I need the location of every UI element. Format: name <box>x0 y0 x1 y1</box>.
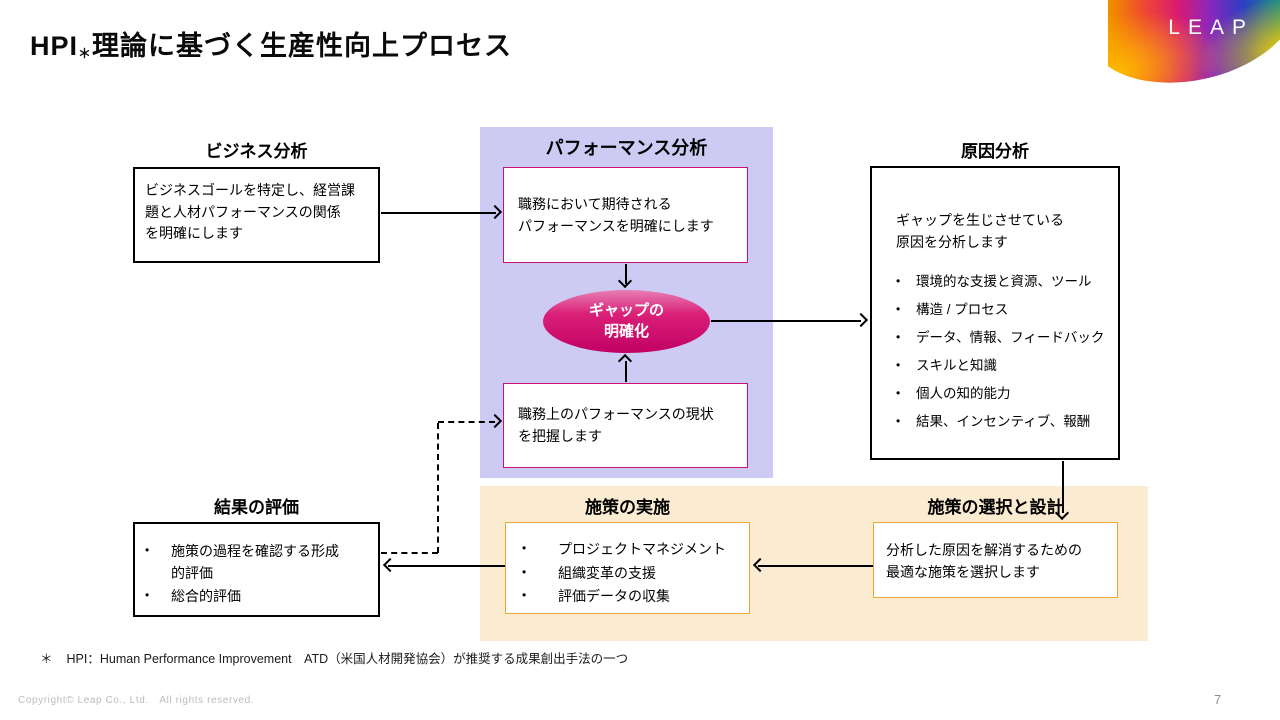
arrow-implementation-to-evaluation <box>388 565 505 567</box>
cause-analysis-lead: ギャップを生じさせている 原因を分析します <box>896 210 1108 253</box>
dashed-arrow-evaluation-feedback-horizontal <box>381 552 438 554</box>
arrowhead-left-icon <box>382 557 398 573</box>
arrow-selection-to-implementation <box>758 565 873 567</box>
evaluation-bullet-item: •総合的評価 <box>145 588 241 605</box>
leap-logo-gradient-blob <box>1108 0 1280 86</box>
business-analysis-text-line: を明確にします <box>145 225 243 242</box>
leap-logo-text: LEAP <box>1168 16 1254 39</box>
heading-cause-analysis: 原因分析 <box>961 142 1029 161</box>
arrowhead-right-icon <box>853 312 869 328</box>
current-performance-box: 職務上のパフォーマンスの現状 を把握します <box>503 383 748 468</box>
cause-bullet-item: •構造 / プロセス <box>896 302 1009 318</box>
cause-bullet-item: •個人の知的能力 <box>896 385 1011 401</box>
title-footnote-marker: ＊ <box>78 46 93 61</box>
bullet-dot: • <box>522 588 527 603</box>
footnote: ＊ HPI：Human Performance Improvement ATD（米… <box>40 648 628 667</box>
business-analysis-box: ビジネスゴールを特定し、経営課 題と人材パフォーマンスの関係 を明確にします <box>133 167 380 263</box>
bullet-dot: • <box>896 274 901 289</box>
implementation-bullet-item: •プロジェクトマネジメント <box>516 539 749 561</box>
implementation-bullet-item: •評価データの収集 <box>516 586 749 608</box>
current-performance-text-line: 職務上のパフォーマンスの現状 <box>518 406 714 422</box>
bullet-dot: • <box>522 541 527 555</box>
bullet-dot: • <box>145 588 150 603</box>
cause-analysis-box: ギャップを生じさせている 原因を分析します •環境的な支援と資源、ツール •構造… <box>870 166 1120 460</box>
bullet-dot: • <box>896 385 901 400</box>
cause-bullet-item: •スキルと知識 <box>896 358 997 374</box>
measure-selection-box: 分析した原因を解消するための 最適な施策を選択します <box>873 522 1118 598</box>
title-suffix: 理論に基づく生産性向上プロセス <box>92 31 513 61</box>
cause-bullet-item: •環境的な支援と資源、ツール <box>896 274 1092 290</box>
heading-measure-implementation: 施策の実施 <box>585 498 670 517</box>
current-performance-text-line: を把握します <box>518 427 602 444</box>
footnote-marker: ＊ <box>40 652 53 666</box>
arrow-expected-to-gap <box>625 264 627 284</box>
implementation-bullet-list: •プロジェクトマネジメント •組織変革の支援 •評価データの収集 <box>516 539 749 608</box>
bullet-dot: • <box>896 302 901 317</box>
result-evaluation-box: •施策の過程を確認する形成的評価 •総合的評価 <box>133 522 380 617</box>
business-analysis-text-line: 題と人材パフォーマンスの関係 <box>145 203 341 220</box>
title-prefix: HPI <box>30 31 79 61</box>
heading-result-evaluation: 結果の評価 <box>214 498 299 517</box>
slide-title: HPI＊理論に基づく生産性向上プロセス <box>30 24 512 63</box>
measure-implementation-box: •プロジェクトマネジメント •組織変革の支援 •評価データの収集 <box>505 522 750 614</box>
heading-performance-analysis: パフォーマンス分析 <box>545 138 708 158</box>
heading-business-analysis: ビジネス分析 <box>205 142 308 161</box>
gap-clarification-ellipse: ギャップの 明確化 <box>543 290 710 353</box>
cause-bullet-item: •結果、インセンティブ、報酬 <box>896 413 1091 429</box>
arrow-current-to-gap <box>625 361 627 382</box>
cause-analysis-lead-line: 原因を分析します <box>896 233 1008 250</box>
arrow-gap-to-cause <box>711 320 861 322</box>
bullet-dot: • <box>896 358 901 373</box>
expected-performance-box: 職務において期待される パフォーマンスを明確にします <box>503 167 748 263</box>
arrow-cause-to-selection <box>1062 461 1064 513</box>
bullet-dot: • <box>896 330 901 345</box>
heading-measure-selection-design: 施策の選択と設計 <box>927 498 1064 517</box>
gap-ellipse-text-line: ギャップの <box>588 302 664 320</box>
cause-analysis-lead-line: ギャップを生じさせている <box>896 212 1064 228</box>
cause-analysis-bullet-list: •環境的な支援と資源、ツール •構造 / プロセス •データ、情報、フィードバッ… <box>896 273 1108 431</box>
expected-performance-text-line: 職務において期待される <box>518 196 672 212</box>
dashed-arrow-evaluation-feedback-vertical <box>437 423 439 553</box>
cause-bullet-item: •データ、情報、フィードバック <box>896 330 1105 346</box>
bullet-dot: • <box>896 413 901 428</box>
result-evaluation-bullet-list: •施策の過程を確認する形成的評価 •総合的評価 <box>145 541 374 608</box>
gap-ellipse-text-line: 明確化 <box>603 322 649 340</box>
arrow-business-to-expected <box>381 212 496 214</box>
evaluation-bullet-item: •施策の過程を確認する形成的評価 <box>145 543 339 581</box>
bullet-dot: • <box>145 543 150 557</box>
footnote-text: HPI：Human Performance Improvement ATD（米国… <box>66 652 629 666</box>
dashed-arrow-evaluation-feedback-horizontal <box>438 421 495 423</box>
bullet-dot: • <box>522 564 527 579</box>
expected-performance-text-line: パフォーマンスを明確にします <box>518 217 714 234</box>
copyright-text: Copyright© Leap Co., Ltd. All rights res… <box>18 695 255 706</box>
leap-logo: LEAP <box>1108 0 1280 86</box>
business-analysis-text-line: ビジネスゴールを特定し、経営課 <box>145 182 355 198</box>
measure-selection-text-line: 分析した原因を解消するための <box>886 542 1082 558</box>
page-number: 7 <box>1214 692 1222 707</box>
measure-selection-text-line: 最適な施策を選択します <box>886 563 1040 580</box>
implementation-bullet-item: •組織変革の支援 <box>516 563 749 585</box>
